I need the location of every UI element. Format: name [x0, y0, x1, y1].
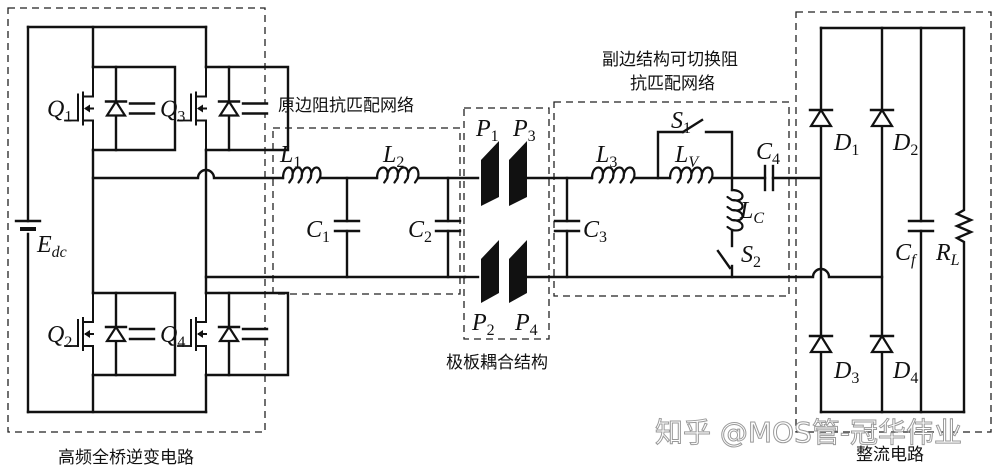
- plate-p3: [509, 141, 527, 206]
- plate-p4: [509, 240, 527, 303]
- inductor-l3: [590, 166, 636, 184]
- l3-label: L3: [595, 142, 617, 171]
- c2-label: C2: [408, 217, 432, 246]
- inverter-label: 高频全桥逆变电路: [58, 448, 194, 468]
- d2-label: D2: [892, 130, 918, 159]
- d1-label: D1: [833, 130, 859, 159]
- inverter-wiring: [26, 25, 467, 414]
- mosfet-q2-label: Q2: [47, 322, 72, 351]
- secondary-matching-label-line2: 抗匹配网络: [630, 74, 715, 94]
- inductor-lv: [668, 166, 714, 184]
- d4-label: D4: [892, 358, 918, 387]
- p1-label: P1: [475, 116, 499, 145]
- inductor-lc: [726, 188, 744, 232]
- coupler-label: 极板耦合结构: [446, 353, 548, 373]
- mosfet-q3: Q3: [160, 65, 290, 152]
- rectifier-diodes: [808, 107, 895, 354]
- primary-matching-label: 原边阻抗匹配网络: [278, 96, 414, 116]
- p3-label: P3: [512, 116, 536, 145]
- plate-p1: [481, 141, 499, 206]
- l2-label: L2: [382, 142, 404, 171]
- coupler-block-box: [463, 107, 550, 340]
- diode-d3: [808, 333, 834, 354]
- c3-label: C3: [583, 217, 607, 246]
- lv-label: LV: [674, 142, 700, 171]
- c4-label: C4: [756, 139, 780, 168]
- dc-source-symbol: [14, 219, 42, 231]
- diode-d1: [808, 107, 834, 128]
- secondary-network-wiring: [525, 118, 884, 279]
- mosfet-q4: Q4: [160, 291, 290, 377]
- inductor-l1: [281, 166, 322, 184]
- rectifier-wiring: [819, 26, 975, 414]
- mosfet-q4-label: Q4: [160, 322, 185, 351]
- coupler-plates: [481, 141, 527, 303]
- l1-label: L1: [279, 142, 301, 171]
- primary-matching-block-box: [272, 127, 461, 295]
- p2-label: P2: [471, 310, 495, 339]
- s1-label: S1: [671, 108, 691, 137]
- p4-label: P4: [514, 310, 538, 339]
- d3-label: D3: [833, 358, 859, 387]
- c1-label: C1: [306, 217, 330, 246]
- rl-label: RL: [935, 240, 960, 269]
- mosfet-q1: Q1: [47, 65, 177, 152]
- inductor-l2: [375, 166, 420, 184]
- secondary-matching-label-line1: 副边结构可切换阻: [602, 50, 738, 70]
- secondary-matching-block-box: [553, 101, 790, 297]
- watermark: 知乎 @MOS管-冠华伟业: [655, 416, 962, 449]
- s2-label: S2: [741, 242, 761, 271]
- primary-network-wiring: [318, 176, 480, 279]
- cf-label: Cf: [895, 240, 918, 269]
- mosfet-q2: Q2: [47, 291, 177, 377]
- plate-p2: [481, 240, 499, 303]
- edc-label: Edc: [36, 232, 67, 261]
- rectifier-block-box: [795, 11, 992, 433]
- inverter-block-box: [7, 7, 266, 433]
- diode-d2: [869, 107, 895, 128]
- mosfet-q1-label: Q1: [47, 97, 72, 126]
- diode-d4: [869, 333, 895, 354]
- mosfet-q3-label: Q3: [160, 97, 185, 126]
- lc-label: LC: [739, 198, 764, 227]
- rectifier-label: 整流电路: [856, 445, 924, 465]
